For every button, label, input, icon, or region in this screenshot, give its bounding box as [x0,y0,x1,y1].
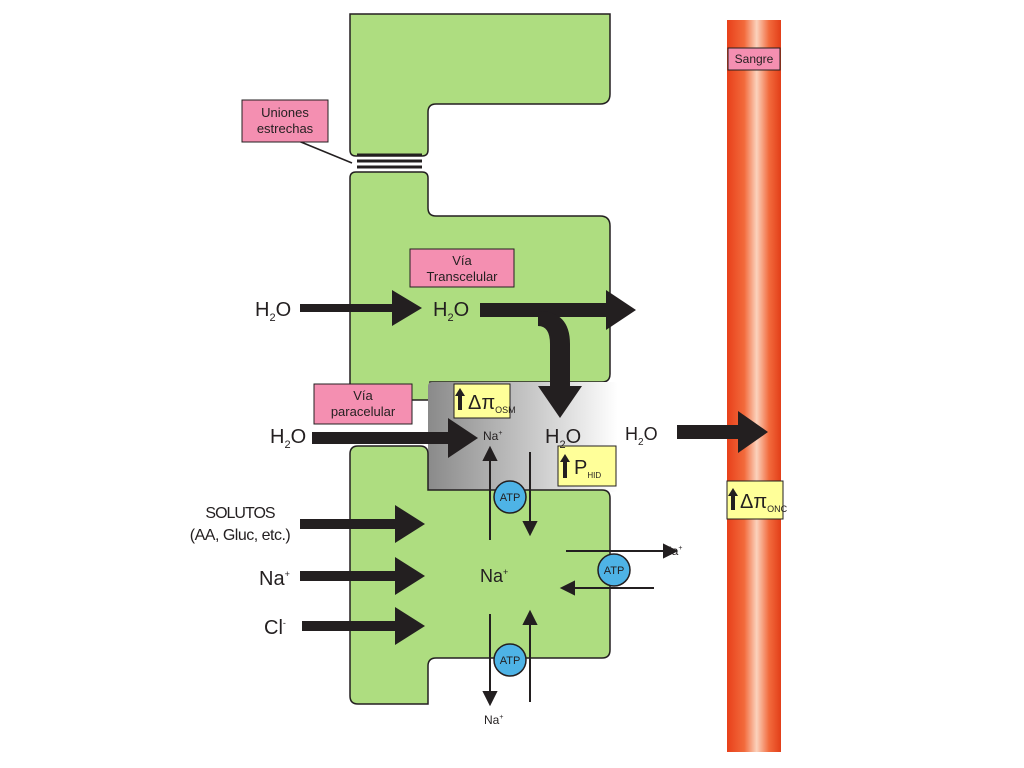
h2o-interstitium: H2O [625,424,658,448]
tag-uniones-estrechas: Uniones estrechas [241,99,329,143]
indicator-delta-pi-osm: ΔπOSM [453,383,516,419]
na-bottom: Na+ [484,713,503,727]
h2o-cell-transcellular: H2O [433,299,469,324]
h2o-arrow-to-blood [677,411,768,453]
cl-lumen: Cl- [264,617,286,639]
h2o-lumen-paracellular: H2O [270,426,306,451]
atp-pump-right: ATP [597,553,631,587]
svg-text:ΔπOSM: ΔπOSM [468,392,516,415]
atp-pump-bottom: ATP [493,643,527,677]
na-intercellular-space: Na+ [483,429,502,443]
bulk-arrows [300,290,768,645]
svg-text:ATP: ATP [604,565,625,577]
svg-text:PHID: PHID [574,457,601,480]
h2o-arrow-paracellular [312,418,478,458]
indicator-p-hid: PHID [557,445,617,487]
svg-text:ATP: ATP [500,492,521,504]
na-arrow [300,557,425,595]
h2o-arrow-to-space [538,311,582,418]
h2o-arrow-basolateral [480,290,636,330]
tag-via-transcelular: Vía Transcelular [409,248,515,288]
svg-text:estrechas: estrechas [257,121,314,136]
tag-sangre: Sangre [727,47,781,71]
cl-arrow [302,607,425,645]
svg-text:ATP: ATP [500,655,521,667]
svg-text:Vía: Vía [353,388,373,403]
svg-text:Transcelular: Transcelular [426,269,498,284]
svg-text:paracelular: paracelular [331,404,396,419]
na-basolateral: Na+ [663,544,682,558]
blood-vessel [727,20,781,752]
na-cytoplasm: Na+ [480,566,508,586]
upper-cell [349,13,611,157]
pump-arrows [295,139,679,707]
lower-cell [349,445,611,705]
svg-text:Sangre: Sangre [735,52,774,66]
indicator-delta-pi-onc: ΔπONC [726,480,788,520]
tight-junctions [357,153,422,169]
svg-text:ΔπONC: ΔπONC [740,491,788,514]
h2o-arrow-apical [300,290,422,326]
atp-pump-top: ATP [493,480,527,514]
h2o-intercellular-space: H2O [545,426,581,451]
svg-text:Vía: Vía [452,253,472,268]
na-lumen: Na+ [259,568,290,590]
svg-text:Uniones: Uniones [261,105,309,120]
solutos-sublabel: (AA, Gluc, etc.) [190,527,291,544]
solutos-arrow [300,505,425,543]
tag-via-paracelular: Vía paracelular [313,383,413,425]
solutos-label: SOLUTOS [205,505,275,522]
h2o-lumen-top: H2O [255,299,291,324]
